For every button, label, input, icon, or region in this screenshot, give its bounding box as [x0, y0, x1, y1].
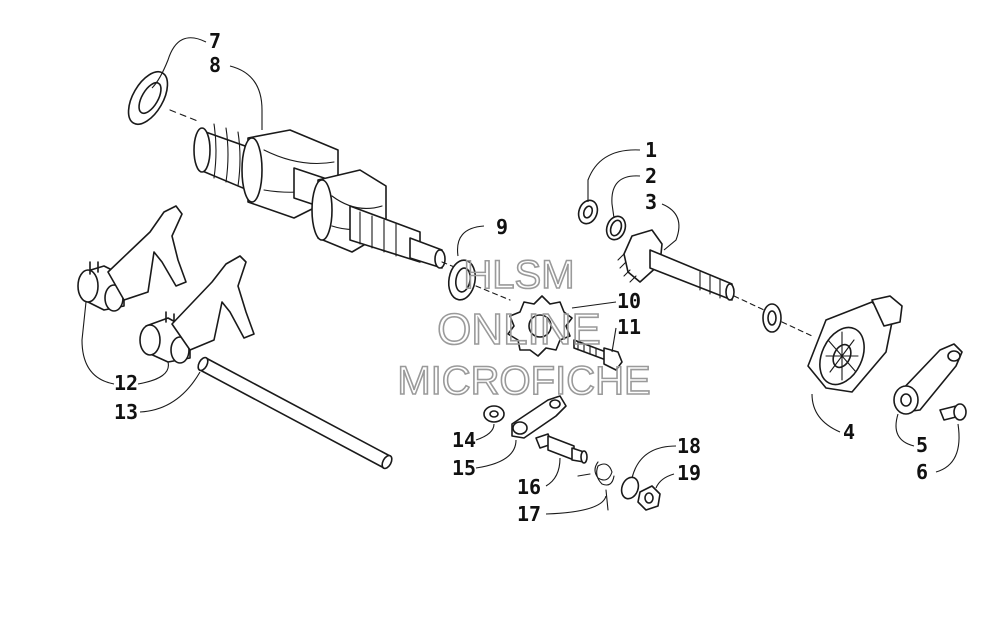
- callout-6: 6: [916, 460, 928, 484]
- callout-4: 4: [843, 420, 855, 444]
- callout-13: 13: [114, 400, 138, 424]
- callout-15: 15: [452, 456, 476, 480]
- oil-seal: [733, 295, 813, 337]
- callout-11: 11: [617, 315, 641, 339]
- part-18-washer: [620, 476, 640, 500]
- part-15-stopper-lever: [511, 395, 567, 439]
- callout-12: 12: [114, 371, 138, 395]
- callout-10: 10: [617, 289, 641, 313]
- callout-2: 2: [645, 164, 657, 188]
- part-4-position-sensor: [807, 295, 903, 393]
- callout-7: 7: [209, 29, 221, 53]
- part-6-bolt: [939, 403, 967, 421]
- part-10-star-cam: [475, 285, 573, 357]
- callout-labels: 7 8 1 2 3 9 10 11 12 13 4 5 6 14 15 16 1…: [114, 29, 928, 526]
- callout-8: 8: [209, 53, 221, 77]
- part-17-spring: [577, 461, 615, 511]
- callout-17: 17: [517, 502, 541, 526]
- callout-14: 14: [452, 428, 476, 452]
- part-12-shift-forks: [77, 205, 255, 364]
- part-11-bolt: [573, 339, 623, 371]
- part-9-washer: [441, 259, 477, 301]
- part-1-washer: [577, 199, 599, 225]
- part-7-washer: [127, 70, 169, 126]
- callout-19: 19: [677, 461, 701, 485]
- callout-16: 16: [517, 475, 541, 499]
- watermark: HLSM ONLINE MICROFICHE: [397, 252, 652, 404]
- part-14-washer: [483, 405, 505, 423]
- callout-1: 1: [645, 138, 657, 162]
- watermark-line-1: HLSM: [463, 253, 574, 297]
- watermark-line-3: MICROFICHE: [397, 359, 650, 403]
- part-19-nut: [637, 485, 661, 511]
- part-5-shift-arm: [893, 343, 963, 415]
- callout-9: 9: [496, 215, 508, 239]
- callout-3: 3: [645, 190, 657, 214]
- callout-18: 18: [677, 434, 701, 458]
- part-3-shift-shaft: [617, 229, 735, 301]
- part-13-fork-shaft: [197, 356, 393, 470]
- part-16-collar-bolt: [535, 433, 588, 464]
- watermark-line-2: ONLINE: [437, 305, 601, 354]
- part-2-circlip: [605, 215, 627, 241]
- part-8-shift-drum: [169, 109, 446, 269]
- leader-lines: [81, 37, 960, 515]
- callout-5: 5: [916, 433, 928, 457]
